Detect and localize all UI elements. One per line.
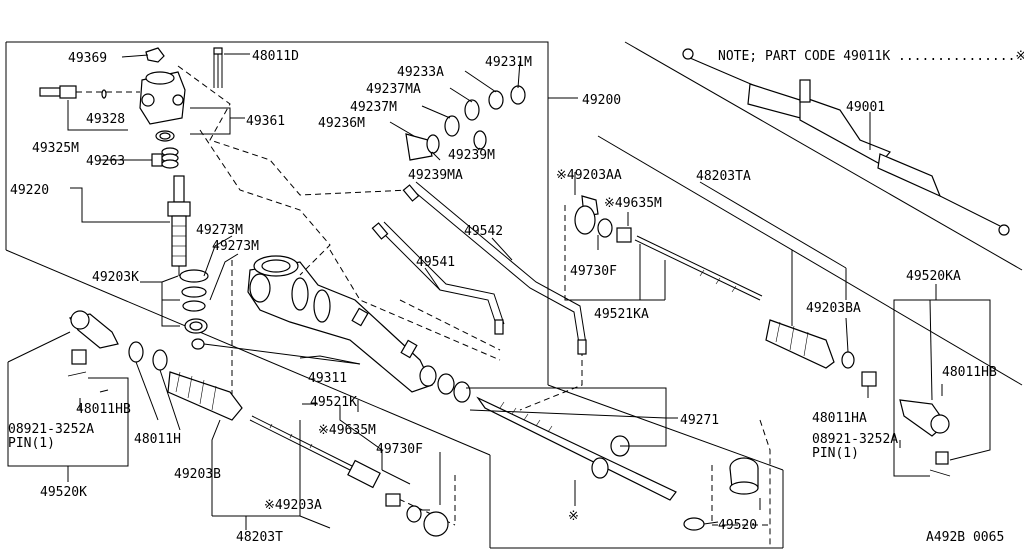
pipes <box>371 181 587 355</box>
complete-gear-49001 <box>682 48 1010 236</box>
label-48011HB-right: 48011HB <box>942 365 997 380</box>
valve-housing <box>139 71 186 142</box>
label-49220: 49220 <box>10 183 49 198</box>
label-49325M: 49325M <box>32 141 79 156</box>
label-49203B: 49203B <box>174 467 221 482</box>
label-49273M-b: 49273M <box>212 239 259 254</box>
label-49730F-left: 49730F <box>376 442 423 457</box>
seals-49273M <box>179 269 209 350</box>
label-48011HB-left: 48011HB <box>76 402 131 417</box>
label-49635M-left: ※49635M <box>318 423 376 438</box>
label-49542: 49542 <box>464 224 503 239</box>
label-49521KA: 49521KA <box>594 307 649 322</box>
label-49635M-right: ※49635M <box>604 196 662 211</box>
label-49263: 49263 <box>86 154 125 169</box>
label-49001: 49001 <box>846 100 885 115</box>
label-pin-left: PIN(1) <box>8 436 55 451</box>
label-49730F-right: 49730F <box>570 264 617 279</box>
label-49273M-a: 49273M <box>196 223 243 238</box>
label-49520K: 49520K <box>40 485 87 500</box>
bolt-48011D <box>213 47 223 88</box>
label-49311: 49311 <box>308 371 347 386</box>
label-48203T: 48203T <box>236 530 283 545</box>
bushing-49520 <box>729 457 759 495</box>
label-49541: 49541 <box>416 255 455 270</box>
label-49233A: 49233A <box>397 65 444 80</box>
label-08921-right: 08921-3252A <box>812 432 898 447</box>
label-48203TA: 48203TA <box>696 169 751 184</box>
label-49239M: 49239M <box>448 148 495 163</box>
right-tie-rod <box>574 195 951 477</box>
label-49520KA: 49520KA <box>906 269 961 284</box>
label-49203K: 49203K <box>92 270 139 285</box>
label-49239MA: 49239MA <box>408 168 463 183</box>
label-49200: 49200 <box>582 93 621 108</box>
label-48011HA: 48011HA <box>812 411 867 426</box>
assembly-frame-49001 <box>597 41 1023 386</box>
leader-lines <box>7 53 991 530</box>
label-49237MA: 49237MA <box>366 82 421 97</box>
label-49236M: 49236M <box>318 116 365 131</box>
label-pin-right: PIN(1) <box>812 446 859 461</box>
diagram-code: A492B 0065 <box>926 530 1004 545</box>
label-49203AA: ※49203AA <box>556 168 622 183</box>
valve-components-top <box>405 85 526 161</box>
bolt-49325M <box>39 85 140 99</box>
label-48011H: 48011H <box>134 432 181 447</box>
pinion-shaft-49220 <box>167 175 191 276</box>
label-08921-left: 08921-3252A <box>8 422 94 437</box>
left-tie-rod <box>67 310 449 537</box>
rack-49271 <box>419 365 705 531</box>
label-49520: 49520 <box>718 518 757 533</box>
label-49521K: 49521K <box>310 395 357 410</box>
label-asterisk: ※ <box>568 509 579 524</box>
gear-housing-49311 <box>247 255 433 393</box>
label-49203A: ※49203A <box>264 498 322 513</box>
label-49369: 49369 <box>68 51 107 66</box>
label-49361: 49361 <box>246 114 285 129</box>
label-49231M: 49231M <box>485 55 532 70</box>
label-49237M: 49237M <box>350 100 397 115</box>
label-48011D: 48011D <box>252 49 299 64</box>
label-49203BA: 49203BA <box>806 301 861 316</box>
label-49328: 49328 <box>86 112 125 127</box>
label-49271: 49271 <box>680 413 719 428</box>
clip-49369 <box>145 47 165 63</box>
note-part-code: NOTE; PART CODE 49011K ...............※ <box>718 49 1024 64</box>
spring-49263 <box>151 147 179 169</box>
part-labels: 49369 48011D 49233A 49231M 49237MA 49200… <box>8 49 1024 545</box>
